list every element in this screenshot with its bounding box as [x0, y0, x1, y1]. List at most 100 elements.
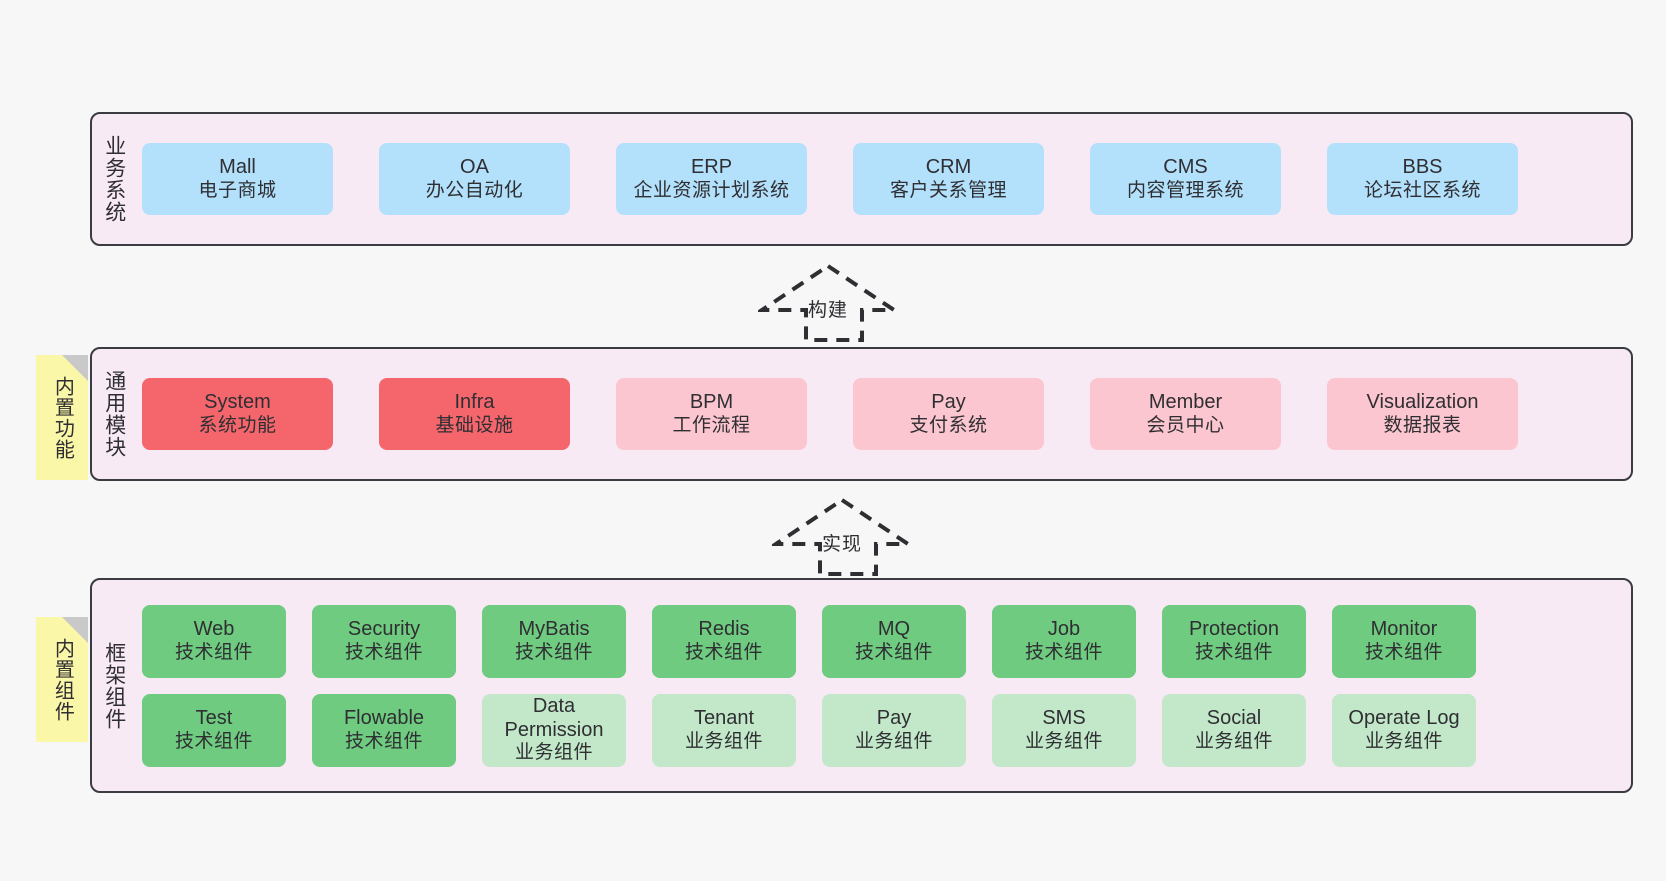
card-title-en: System: [204, 391, 271, 413]
card-protection[interactable]: Protection 技术组件: [1162, 604, 1306, 678]
card-title-cn: 技术组件: [1024, 641, 1103, 663]
card-social[interactable]: Social 业务组件: [1162, 693, 1306, 767]
card-title-en: Protection: [1188, 618, 1280, 640]
card-title-cn: 业务组件: [1194, 730, 1273, 752]
card-test[interactable]: Test 技术组件: [142, 693, 286, 767]
card-infra[interactable]: Infra 基础设施: [379, 378, 570, 450]
layer-panel-business-system: 业务系统 Mall 电子商城 OA 办公自动化 ERP 企业资源计划系统 CRM…: [90, 112, 1633, 246]
card-cms[interactable]: CMS 内容管理系统: [1090, 143, 1281, 215]
card-visualization[interactable]: Visualization 数据报表: [1327, 378, 1518, 450]
card-title-en: Test: [195, 707, 233, 729]
card-title-cn: 技术组件: [684, 641, 763, 663]
card-title-cn: 技术组件: [1364, 641, 1443, 663]
card-title-en: Tenant: [693, 707, 755, 729]
card-row: Web 技术组件 Security 技术组件 MyBatis 技术组件 Redi…: [142, 604, 1617, 678]
card-title-cn: 数据报表: [1383, 414, 1462, 436]
sticky-note-label: 内置组件: [51, 637, 74, 722]
card-row: Test 技术组件 Flowable 技术组件 Data Permission …: [142, 693, 1617, 767]
card-title-en: CRM: [925, 156, 972, 178]
layer-title-business-system: 业务系统: [102, 135, 126, 223]
sticky-note-builtin-component: 内置组件: [36, 617, 88, 742]
card-sms[interactable]: SMS 业务组件: [992, 693, 1136, 767]
layer-panel-framework-component: 框架组件 Web 技术组件 Security 技术组件 MyBatis 技术组件…: [90, 578, 1633, 793]
card-title-en: Redis: [698, 618, 750, 640]
card-title-cn: 工作流程: [672, 414, 751, 436]
card-title-en: ERP: [690, 156, 733, 178]
card-title-en: Flowable: [343, 707, 425, 729]
arrow-build: 构建: [758, 262, 898, 342]
card-title-cn: 论坛社区系统: [1363, 179, 1481, 201]
card-title-en: MyBatis: [518, 618, 590, 640]
card-pay-business[interactable]: Pay 业务组件: [822, 693, 966, 767]
card-title-cn: 客户关系管理: [889, 179, 1007, 201]
card-title-cn: 技术组件: [854, 641, 933, 663]
card-mall[interactable]: Mall 电子商城: [142, 143, 333, 215]
card-title-cn: 技术组件: [514, 641, 593, 663]
card-oa[interactable]: OA 办公自动化: [379, 143, 570, 215]
card-title-en: Social: [1206, 707, 1262, 729]
card-title-cn: 会员中心: [1146, 414, 1225, 436]
layer-panel-common-module: 通用模块 System 系统功能 Infra 基础设施 BPM 工作流程 Pay…: [90, 347, 1633, 481]
card-title-cn: 内容管理系统: [1126, 179, 1244, 201]
card-operate-log[interactable]: Operate Log 业务组件: [1332, 693, 1476, 767]
card-member[interactable]: Member 会员中心: [1090, 378, 1281, 450]
card-system[interactable]: System 系统功能: [142, 378, 333, 450]
card-row: Mall 电子商城 OA 办公自动化 ERP 企业资源计划系统 CRM 客户关系…: [142, 143, 1617, 215]
card-title-en: Visualization: [1366, 391, 1479, 413]
card-title-cn: 办公自动化: [425, 179, 524, 201]
card-security[interactable]: Security 技术组件: [312, 604, 456, 678]
card-title-en: Job: [1047, 618, 1081, 640]
card-pay[interactable]: Pay 支付系统: [853, 378, 1044, 450]
card-title-en: Security: [347, 618, 421, 640]
card-title-cn: 技术组件: [1194, 641, 1273, 663]
card-title-en: BBS: [1402, 156, 1443, 178]
card-web[interactable]: Web 技术组件: [142, 604, 286, 678]
sticky-note-label: 内置功能: [51, 375, 74, 460]
card-title-en: Mall: [219, 156, 256, 178]
card-title-cn: 业务组件: [1364, 730, 1443, 752]
card-title-en: Infra: [454, 391, 495, 413]
layer-body-framework-component: Web 技术组件 Security 技术组件 MyBatis 技术组件 Redi…: [136, 580, 1631, 791]
card-title-cn: 技术组件: [344, 641, 423, 663]
card-title-cn: 电子商城: [198, 179, 277, 201]
card-title-en: Pay: [876, 707, 912, 729]
card-title-en: Data Permission: [504, 695, 604, 741]
card-row: System 系统功能 Infra 基础设施 BPM 工作流程 Pay 支付系统…: [142, 378, 1617, 450]
card-title-cn: 系统功能: [198, 414, 277, 436]
card-bbs[interactable]: BBS 论坛社区系统: [1327, 143, 1518, 215]
card-mybatis[interactable]: MyBatis 技术组件: [482, 604, 626, 678]
card-bpm[interactable]: BPM 工作流程: [616, 378, 807, 450]
card-title-en: Web: [193, 618, 235, 640]
card-title-cn: 业务组件: [854, 730, 933, 752]
layer-body-business-system: Mall 电子商城 OA 办公自动化 ERP 企业资源计划系统 CRM 客户关系…: [136, 114, 1631, 244]
card-title-cn: 技术组件: [344, 730, 423, 752]
card-redis[interactable]: Redis 技术组件: [652, 604, 796, 678]
card-title-cn: 业务组件: [1024, 730, 1103, 752]
card-title-en: MQ: [877, 618, 911, 640]
card-title-cn: 基础设施: [435, 414, 514, 436]
card-monitor[interactable]: Monitor 技术组件: [1332, 604, 1476, 678]
layer-title-framework-component: 框架组件: [102, 641, 126, 730]
card-title-en: Operate Log: [1348, 707, 1460, 729]
card-title-cn: 企业资源计划系统: [633, 179, 790, 201]
card-mq[interactable]: MQ 技术组件: [822, 604, 966, 678]
card-title-en: CMS: [1163, 156, 1208, 178]
card-flowable[interactable]: Flowable 技术组件: [312, 693, 456, 767]
card-job[interactable]: Job 技术组件: [992, 604, 1136, 678]
card-title-cn: 支付系统: [909, 414, 988, 436]
layer-body-common-module: System 系统功能 Infra 基础设施 BPM 工作流程 Pay 支付系统…: [136, 349, 1631, 479]
card-title-en: Monitor: [1370, 618, 1438, 640]
card-title-en: BPM: [689, 391, 734, 413]
card-title-en: SMS: [1042, 707, 1086, 729]
card-title-cn: 技术组件: [174, 730, 253, 752]
card-title-cn: 业务组件: [514, 742, 593, 764]
card-title-en: Pay: [931, 391, 966, 413]
card-tenant[interactable]: Tenant 业务组件: [652, 693, 796, 767]
card-data-permission[interactable]: Data Permission 业务组件: [482, 693, 626, 767]
card-title-en: OA: [460, 156, 489, 178]
sticky-note-builtin-function: 内置功能: [36, 355, 88, 480]
card-crm[interactable]: CRM 客户关系管理: [853, 143, 1044, 215]
card-title-en: Member: [1148, 391, 1223, 413]
card-erp[interactable]: ERP 企业资源计划系统: [616, 143, 807, 215]
